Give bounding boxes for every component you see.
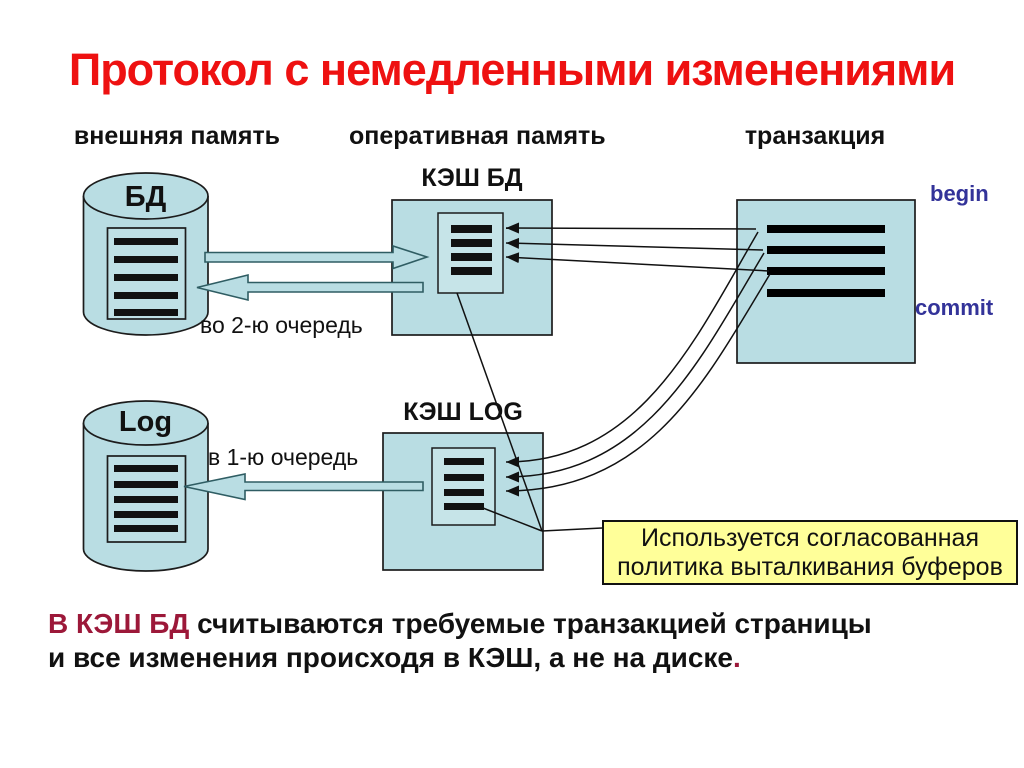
commit-label: commit bbox=[915, 295, 994, 320]
slide-title: Протокол с немедленными изменениями bbox=[68, 44, 956, 95]
transaction-to-log-cache-arrows bbox=[505, 231, 771, 497]
log-cylinder-label: Log bbox=[118, 406, 173, 438]
policy-note-line1: Используется согласованная bbox=[641, 524, 979, 552]
bottom-note-lead: В КЭШ БД bbox=[48, 608, 190, 639]
arrow-cache-to-db bbox=[196, 273, 424, 302]
bottom-note: В КЭШ БД считываются требуемые транзакци… bbox=[48, 607, 988, 675]
policy-note-line2: политика выталкивания буферов bbox=[617, 553, 1003, 581]
db-cache-title: КЭШ БД bbox=[421, 164, 523, 192]
bottom-note-line2: и все изменения происходя в КЭШ, а не на… bbox=[48, 641, 988, 675]
policy-note-box: Используется согласованная политика выта… bbox=[602, 520, 1018, 585]
column-header-transaction: транзакция bbox=[744, 122, 886, 150]
db-cache-box bbox=[391, 199, 553, 336]
note-connectors bbox=[456, 292, 603, 532]
log-cache-title: КЭШ LOG bbox=[403, 398, 523, 426]
bottom-note-line2-text: и все изменения происходя в КЭШ, а не на… bbox=[48, 642, 733, 673]
transaction-to-db-cache-arrows bbox=[505, 222, 770, 272]
transaction-statement-bar bbox=[767, 246, 885, 254]
db-cylinder-label: БД bbox=[124, 181, 167, 213]
log-cache-box bbox=[382, 432, 544, 571]
begin-label: begin bbox=[930, 181, 989, 206]
db-page-icon bbox=[106, 227, 187, 320]
log-page-icon bbox=[106, 455, 187, 543]
arrow-db-to-cache bbox=[204, 244, 430, 270]
bottom-note-period: . bbox=[732, 642, 741, 673]
second-order-label: во 2-ю очередь bbox=[200, 312, 363, 338]
column-header-external-memory: внешняя память bbox=[73, 122, 281, 150]
first-order-label: в 1-ю очередь bbox=[208, 444, 359, 470]
log-cache-to-junction-line bbox=[482, 507, 543, 532]
bottom-note-line1-rest: считываются требуемые транзакцией страни… bbox=[189, 608, 872, 639]
log-cache-page-icon bbox=[431, 447, 496, 526]
arrow-cache-to-log bbox=[183, 473, 424, 501]
column-header-ram: оперативная память bbox=[349, 122, 606, 150]
transaction-box bbox=[736, 199, 916, 364]
transaction-statement-bar bbox=[767, 225, 885, 233]
db-cache-page-icon bbox=[437, 212, 504, 294]
log-cylinder bbox=[82, 400, 209, 572]
transaction-statement-bar bbox=[767, 267, 885, 275]
bottom-note-line1: В КЭШ БД считываются требуемые транзакци… bbox=[48, 607, 988, 641]
db-cylinder bbox=[82, 172, 209, 336]
junction-to-note-line bbox=[541, 527, 603, 532]
transaction-statement-bar bbox=[767, 289, 885, 297]
db-cache-to-junction-line bbox=[456, 292, 543, 532]
